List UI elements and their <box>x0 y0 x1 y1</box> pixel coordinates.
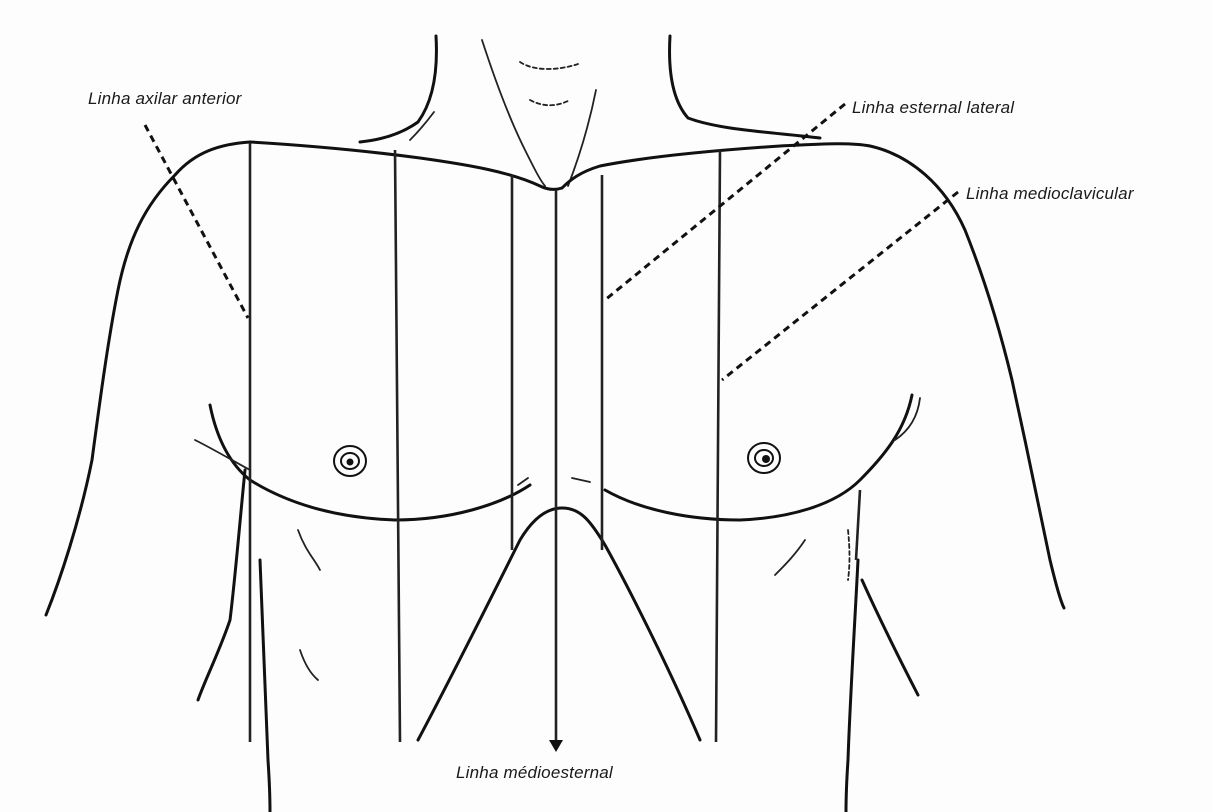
lat-left <box>260 560 270 812</box>
pectoral-left <box>210 405 530 520</box>
clavicle-left <box>250 142 562 189</box>
inner-arm-right <box>862 580 918 695</box>
throat-right <box>568 90 596 186</box>
nipple-right <box>748 443 780 473</box>
neck-left <box>360 36 436 142</box>
rib-mark-1 <box>298 530 320 570</box>
label-medioclavicular: Linha medioclavicular <box>966 184 1134 204</box>
shoulder-left <box>46 142 250 615</box>
lat-right <box>846 560 858 812</box>
label-medioesternal: Linha médioesternal <box>456 763 613 783</box>
label-axilar-anterior: Linha axilar anterior <box>88 89 242 109</box>
sternum-mark-2 <box>572 478 590 482</box>
pectoral-right <box>605 395 912 520</box>
medioesternal-arrowhead <box>549 740 563 752</box>
shoulder-right <box>870 146 1064 608</box>
costal-margin <box>418 508 700 740</box>
line-medioclavicular-left <box>395 150 400 742</box>
adams-apple-2 <box>530 100 570 105</box>
leader-esternal-lateral <box>605 104 845 300</box>
inner-arm-left <box>198 470 245 700</box>
leader-medioclavicular <box>722 192 958 380</box>
line-axilar-right <box>856 490 860 560</box>
line-medioclavicular-right <box>716 150 720 742</box>
clavicle-right <box>562 144 870 188</box>
adams-apple-1 <box>520 62 578 69</box>
nipple-left <box>334 446 366 476</box>
throat-left <box>482 40 545 186</box>
label-esternal-lateral: Linha esternal lateral <box>852 98 1014 118</box>
rib-mark-4 <box>848 530 850 580</box>
neck-right <box>670 36 820 138</box>
leader-axilar-anterior <box>145 125 248 318</box>
rib-mark-2 <box>300 650 318 680</box>
sternum-mark-1 <box>518 478 528 485</box>
rib-mark-3 <box>775 540 805 575</box>
